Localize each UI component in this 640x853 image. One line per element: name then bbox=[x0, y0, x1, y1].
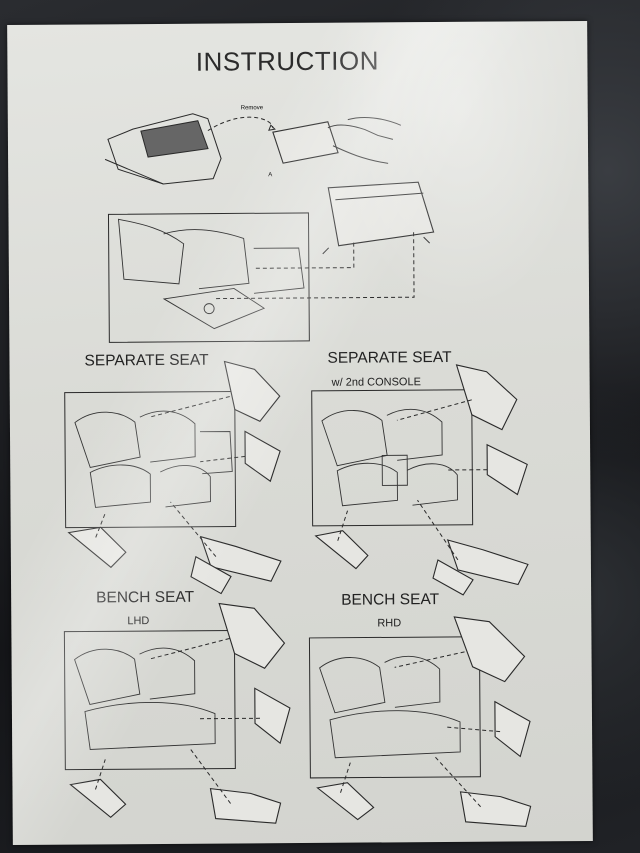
bench-seat-rhd-diagram bbox=[294, 606, 546, 848]
remove-clip-illustration: Remove A bbox=[103, 105, 404, 194]
seat-clip-illustration bbox=[103, 187, 444, 344]
remove-callout: Remove bbox=[241, 105, 264, 111]
separate-seat-console-diagram bbox=[296, 359, 543, 593]
bench-seat-lhd-diagram bbox=[49, 598, 301, 840]
point-callout: A bbox=[268, 172, 272, 178]
page-title: INSTRUCTION bbox=[195, 45, 380, 77]
separate-seat-diagram bbox=[50, 361, 297, 595]
instruction-sheet: INSTRUCTION Remove A SEPARATE SEAT SEPAR… bbox=[7, 20, 593, 848]
